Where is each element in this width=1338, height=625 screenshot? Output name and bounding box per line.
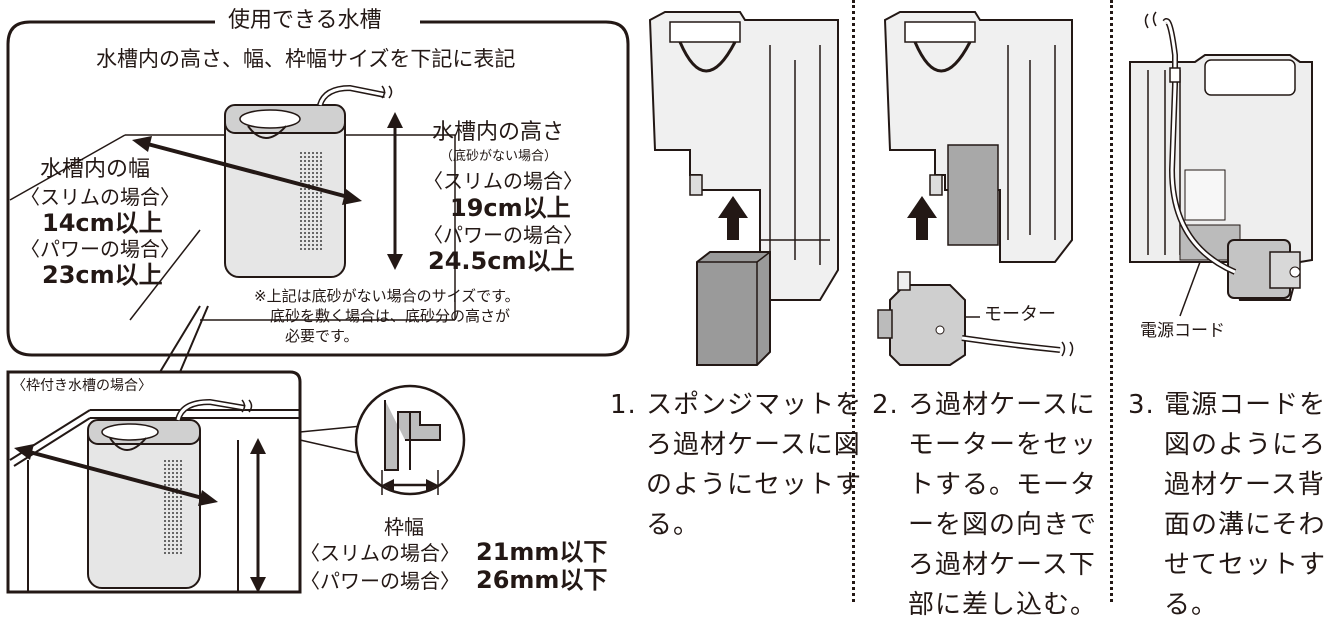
step-1-line-1: スポンジマットを [646, 390, 863, 420]
bottom-panel-title: 〈枠付き水槽の場合〉 [12, 378, 152, 394]
frame-power-label: 〈パワーの場合〉 [300, 569, 460, 593]
width-power-value: 23cm以上 [42, 261, 163, 289]
frame-slim-value: 21mm以下 [476, 538, 608, 566]
sponge-mat [696, 251, 771, 366]
step-3-number: 3. [1128, 390, 1155, 420]
step-2-line-3: トする。モータ [908, 470, 1098, 500]
step-3-line-4: 面の溝にそわ [1164, 510, 1326, 540]
width-power-label: 〈パワーの場合〉 [20, 237, 180, 261]
height-slim-label: 〈スリムの場合〉 [423, 169, 583, 193]
step-1-line-4: る。 [646, 510, 701, 540]
frame-width-label: 枠幅 [384, 515, 424, 539]
step1-illustration [648, 11, 839, 366]
width-slim-label: 〈スリムの場合〉 [20, 185, 180, 209]
step-3-line-2: 図のようにろ [1164, 430, 1327, 460]
step-2-line-2: モーターをセッ [908, 430, 1098, 460]
step3-illustration [1129, 11, 1313, 317]
note-line-3: 必要です。 [285, 327, 359, 345]
height-power-label: 〈パワーの場合〉 [423, 223, 583, 247]
step-3-line-5: せてセットす [1164, 550, 1327, 580]
step-1-number: 1. [610, 390, 637, 420]
height-slim-value: 19cm以上 [450, 194, 571, 222]
frame-detail-magnifier [354, 384, 466, 496]
divider-2 [1110, 0, 1113, 602]
bottom-panel-frame [6, 305, 466, 594]
power-cord-label: 電源コード [1140, 321, 1225, 341]
top-panel-frame [6, 20, 630, 357]
filter-illustration-top [224, 84, 393, 278]
step-3-line-3: 過材ケース背 [1164, 470, 1325, 500]
step-1-line-2: ろ過材ケースに図 [646, 430, 861, 460]
step-1: 1. スポンジマットを ろ過材ケースに図 のようにセットす る。 [610, 385, 862, 545]
step-3: 3. 電源コードを 図のようにろ 過材ケース背 面の溝にそわ せてセットす る。 [1128, 385, 1326, 625]
motor [877, 271, 1074, 366]
motor-label: モーター [984, 304, 1056, 325]
width-slim-value: 14cm以上 [42, 209, 163, 237]
step-1-line-3: のようにセットす [646, 470, 863, 500]
step-2-line-4: ーを図の向きで [908, 510, 1098, 540]
width-label: 水槽内の幅 [40, 157, 151, 182]
step-3-line-6: る。 [1164, 590, 1219, 620]
step2-illustration [877, 11, 1074, 366]
height-note: （底砂がない場合） [440, 149, 558, 164]
step-2-line-1: ろ過材ケースに [908, 390, 1096, 420]
frame-power-value: 26mm以下 [476, 566, 608, 594]
top-panel-title: 使用できる水槽 [228, 8, 382, 33]
note-line-2: 底砂を敷く場合は、底砂分の高さが [270, 307, 511, 325]
step-3-line-1: 電源コードを [1164, 390, 1327, 420]
step-2-line-5: ろ過材ケース下 [908, 550, 1096, 580]
note-line-1: ※上記は底砂がない場合のサイズです。 [254, 287, 520, 305]
top-panel-subtitle: 水槽内の高さ、幅、枠幅サイズを下記に表記 [96, 47, 516, 71]
height-label: 水槽内の高さ [432, 120, 565, 145]
motor-back [1227, 239, 1301, 299]
step-2-number: 2. [872, 390, 899, 420]
frame-slim-label: 〈スリムの場合〉 [300, 541, 460, 565]
height-power-value: 24.5cm以上 [428, 247, 575, 275]
divider-1 [852, 0, 855, 602]
